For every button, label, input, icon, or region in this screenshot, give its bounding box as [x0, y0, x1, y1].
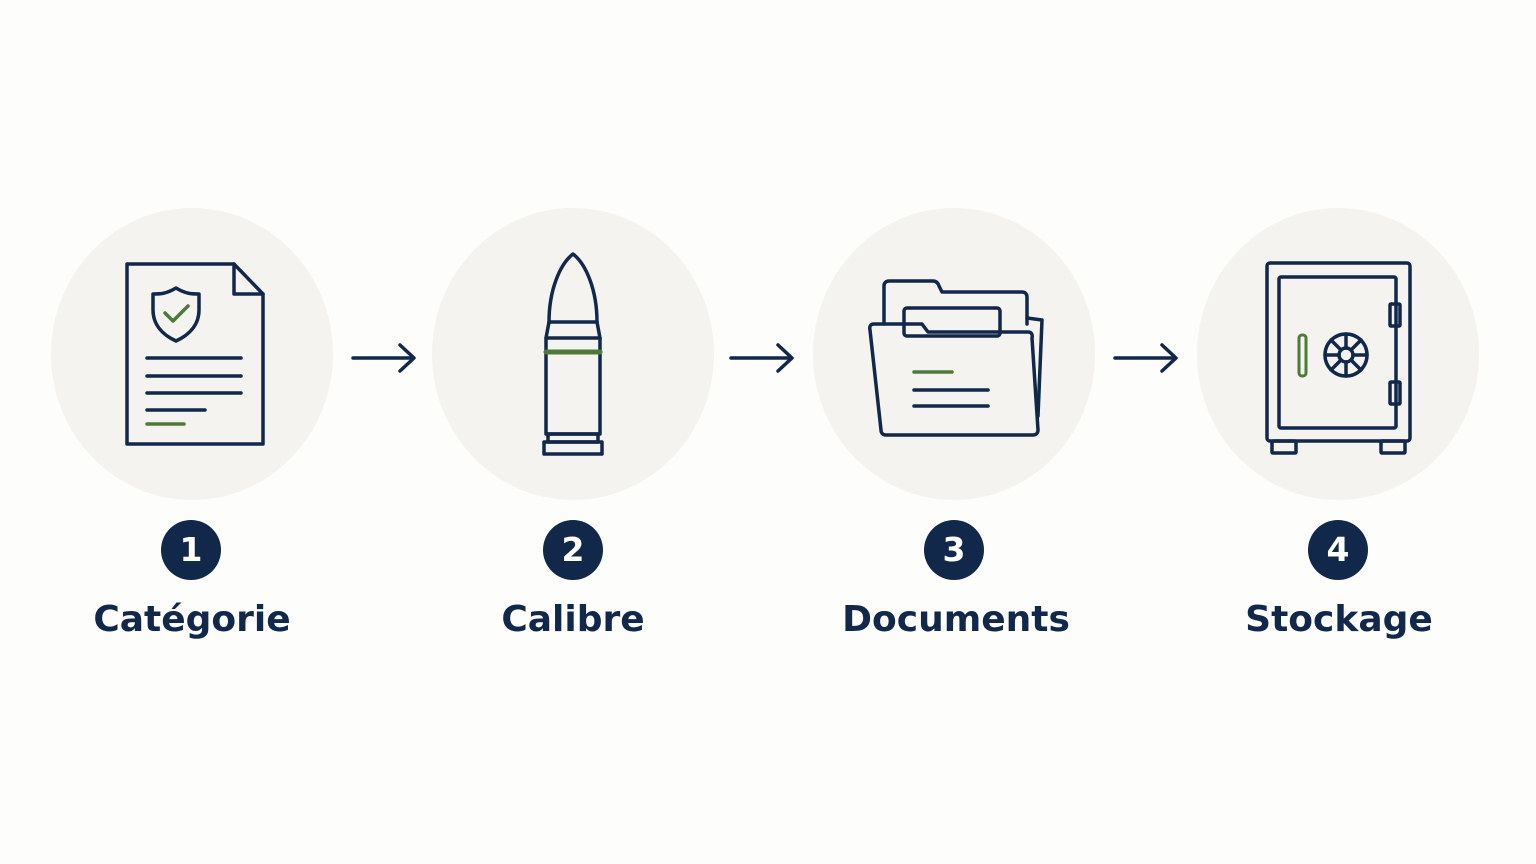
arrow-right-icon — [1113, 343, 1178, 373]
arrow-right-icon — [729, 343, 794, 373]
step-1-number-badge: 1 — [161, 520, 221, 580]
step-1-circle — [51, 208, 333, 500]
safe-icon — [1265, 261, 1412, 455]
step-4-label: Stockage — [1245, 599, 1433, 640]
step-3-circle — [813, 208, 1095, 500]
step-2-number-badge: 2 — [543, 520, 603, 580]
step-2-label: Calibre — [501, 599, 645, 640]
shield-document-icon — [125, 262, 265, 446]
folder-documents-icon — [868, 279, 1044, 437]
step-3-number-badge: 3 — [924, 520, 984, 580]
bullet-cartridge-icon — [542, 252, 604, 456]
step-1-label: Catégorie — [93, 599, 291, 640]
step-3-label: Documents — [842, 599, 1070, 640]
step-4-number-badge: 4 — [1308, 520, 1368, 580]
arrow-right-icon — [351, 343, 416, 373]
